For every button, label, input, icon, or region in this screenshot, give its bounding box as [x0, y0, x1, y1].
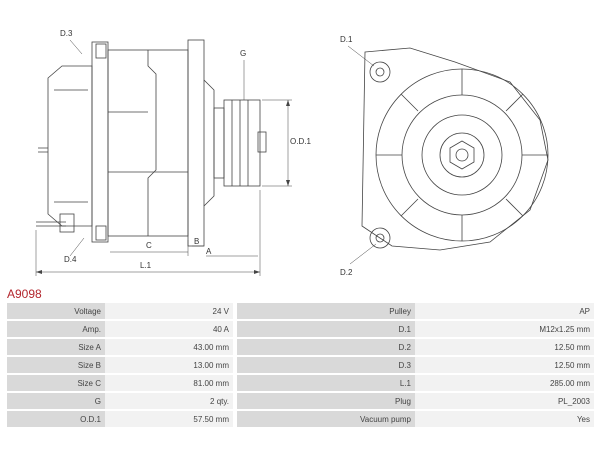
spec-gap — [233, 393, 237, 411]
front-leaders — [347, 45, 377, 265]
spec-value: 40 A — [105, 321, 233, 339]
spec-value: 24 V — [105, 303, 233, 321]
front-view — [361, 47, 549, 251]
label-d3: D.3 — [60, 29, 73, 38]
side-view — [36, 39, 267, 247]
spec-value: 285.00 mm — [415, 375, 594, 393]
technical-drawing: D.3 G O.D.1 D.4 B C A L.1 D.1 D.2 — [35, 29, 549, 277]
alternator-drawing-svg: D.3 G O.D.1 D.4 B C A L.1 D.1 D.2 — [35, 29, 549, 277]
spec-gap — [233, 339, 237, 357]
dimension-lines — [35, 39, 292, 276]
label-d4: D.4 — [64, 255, 77, 264]
spec-gap — [233, 357, 237, 375]
spec-value: Yes — [415, 411, 594, 429]
spec-gap — [233, 321, 237, 339]
label-a: A — [206, 247, 212, 256]
spec-key: Size B — [7, 357, 105, 375]
spec-value: 12.50 mm — [415, 339, 594, 357]
spec-key: Size A — [7, 339, 105, 357]
spec-key: D.1 — [237, 321, 415, 339]
spec-value: 2 qty. — [105, 393, 233, 411]
spec-value: PL_2003 — [415, 393, 594, 411]
spec-key: Voltage — [7, 303, 105, 321]
spec-value: 43.00 mm — [105, 339, 233, 357]
label-l1: L.1 — [140, 261, 152, 270]
spec-key: O.D.1 — [7, 411, 105, 429]
dimension-arrows — [36, 100, 290, 274]
spec-key: Amp. — [7, 321, 105, 339]
spec-key: Vacuum pump — [237, 411, 415, 429]
label-g: G — [240, 49, 246, 58]
spec-value: 13.00 mm — [105, 357, 233, 375]
spec-value: 12.50 mm — [415, 357, 594, 375]
spec-gap — [233, 375, 237, 393]
spec-key: G — [7, 393, 105, 411]
spec-value: AP — [415, 303, 594, 321]
spec-key: D.3 — [237, 357, 415, 375]
spec-value: 81.00 mm — [105, 375, 233, 393]
spec-value: 57.50 mm — [105, 411, 233, 429]
spec-key: Pulley — [237, 303, 415, 321]
spec-gap — [233, 303, 237, 321]
label-d2: D.2 — [340, 268, 353, 277]
spec-gap — [233, 411, 237, 429]
spec-key: Size C — [7, 375, 105, 393]
spec-key: L.1 — [237, 375, 415, 393]
spec-key: Plug — [237, 393, 415, 411]
label-b: B — [194, 237, 199, 246]
spec-key: D.2 — [237, 339, 415, 357]
spec-value: M12x1.25 mm — [415, 321, 594, 339]
part-code: A9098 — [7, 287, 42, 301]
label-d1: D.1 — [340, 35, 353, 44]
label-c: C — [146, 241, 152, 250]
label-od1: O.D.1 — [290, 137, 311, 146]
